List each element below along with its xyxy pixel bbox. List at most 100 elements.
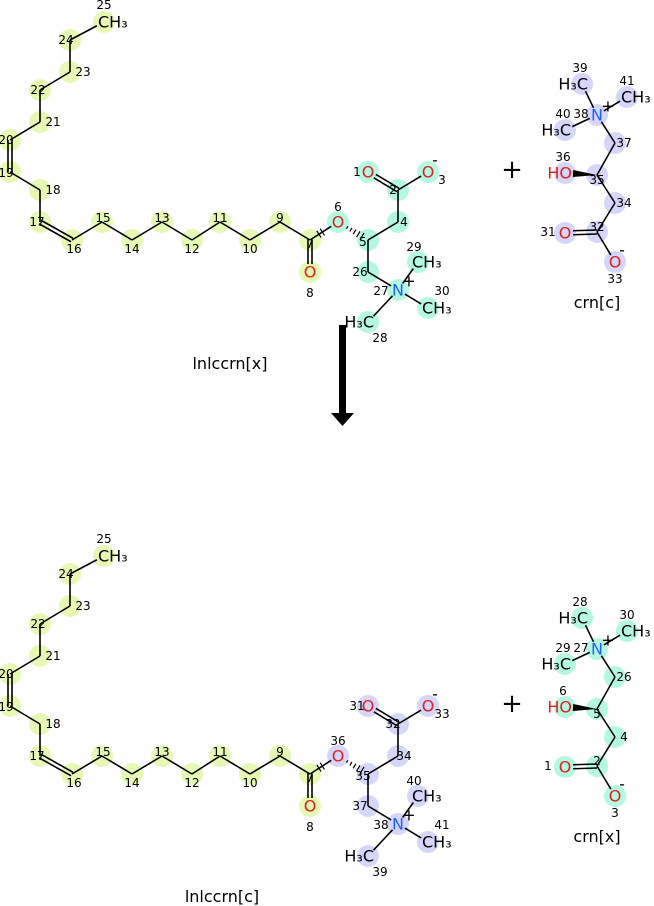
bond xyxy=(596,736,616,767)
atom-number: 19 xyxy=(0,166,14,180)
atom-number: 16 xyxy=(66,776,81,790)
atom-label: O xyxy=(362,697,375,716)
atom-highlight xyxy=(554,756,576,778)
atom-number: 38 xyxy=(373,818,388,832)
atom-number: 6 xyxy=(559,684,567,698)
bond xyxy=(131,221,163,241)
atom-number: 4 xyxy=(400,215,408,229)
atom-highlight xyxy=(387,813,409,835)
hashed-wedge-bond xyxy=(352,229,357,235)
atom-number: 37 xyxy=(352,799,367,813)
hashed-wedge-bond xyxy=(349,761,353,766)
atom-number: 35 xyxy=(589,173,604,187)
bond xyxy=(367,221,399,241)
atom-number: 21 xyxy=(45,649,60,663)
bond xyxy=(279,755,311,775)
atom-number: 9 xyxy=(276,745,284,759)
bond xyxy=(600,655,616,678)
atom-number: 7 xyxy=(306,237,314,251)
bond xyxy=(600,121,616,144)
molecule-name: lnlccrn[c] xyxy=(185,887,259,906)
atom-number: 6 xyxy=(334,200,342,214)
atom-number: 25 xyxy=(96,0,111,12)
hashed-wedge-bond xyxy=(359,232,365,241)
atom-number: 26 xyxy=(616,670,631,684)
bond xyxy=(596,202,616,233)
atom-number: 36 xyxy=(330,734,345,748)
atom-number: 34 xyxy=(616,196,631,210)
bond xyxy=(596,708,616,738)
atom-highlight xyxy=(357,695,379,717)
atom-label: CH₃ xyxy=(412,787,442,806)
bond xyxy=(372,829,394,851)
atom-label: O xyxy=(304,797,317,816)
hashed-wedge-bond xyxy=(349,227,353,232)
atom-number: 33 xyxy=(434,707,449,721)
atom-number: 30 xyxy=(434,284,449,298)
plus-sign: + xyxy=(501,155,523,185)
atom-highlight xyxy=(571,73,593,95)
atom-number: 32 xyxy=(589,220,604,234)
bond xyxy=(69,559,98,575)
bond xyxy=(401,802,415,818)
double-bond xyxy=(572,229,597,232)
bond xyxy=(249,221,281,241)
atom-number: 31 xyxy=(349,699,364,713)
atom-number: 14 xyxy=(124,776,139,790)
bond xyxy=(584,624,595,643)
bond xyxy=(397,709,422,725)
atom-number: 8 xyxy=(306,286,314,300)
atom-number: 30 xyxy=(619,608,634,622)
atom-label: N xyxy=(591,106,603,125)
atom-highlight xyxy=(407,251,429,273)
atom-highlight xyxy=(299,261,321,283)
bond xyxy=(101,755,133,775)
atom-number: 29 xyxy=(406,240,421,254)
atom-label: CH₃ xyxy=(412,253,442,272)
atom-highlight xyxy=(616,620,638,642)
bond xyxy=(401,268,415,284)
atom-number: 33 xyxy=(607,272,622,286)
atom-label: CH₃ xyxy=(422,299,452,318)
atom-number: 1 xyxy=(353,165,361,179)
atom-number: 41 xyxy=(434,818,449,832)
bond xyxy=(39,605,71,625)
atom-number: 18 xyxy=(45,717,60,731)
hashed-wedge-bond xyxy=(345,225,349,230)
bond xyxy=(279,221,311,241)
atom-number: 11 xyxy=(212,745,227,759)
charge-label: - xyxy=(619,775,625,794)
molecule-lnlccrn-x: CH₃2524232221201918171615141312111097O8O… xyxy=(0,0,452,373)
atom-label: O xyxy=(422,697,435,716)
bond xyxy=(9,171,41,191)
atom-number: 9 xyxy=(276,211,284,225)
bond xyxy=(367,271,392,287)
atom-label: O xyxy=(422,163,435,182)
hashed-wedge-bond xyxy=(356,765,361,772)
atom-number: 10 xyxy=(242,776,257,790)
atom-label: O xyxy=(559,758,572,777)
bond xyxy=(309,225,332,241)
bond xyxy=(69,25,98,41)
atom-number: 39 xyxy=(372,865,387,879)
atom-highlight xyxy=(417,297,439,319)
atom-label: N xyxy=(392,281,404,300)
atom-number: 18 xyxy=(45,183,60,197)
double-bond xyxy=(38,757,72,777)
atom-number: 23 xyxy=(75,599,90,613)
bond xyxy=(404,293,422,305)
hashed-wedge-bond xyxy=(345,759,349,764)
atom-label: CH₃ xyxy=(621,622,651,641)
bond xyxy=(584,90,595,109)
double-bond xyxy=(373,177,398,193)
bond xyxy=(571,117,591,128)
double-bond xyxy=(38,223,72,243)
atom-number: 5 xyxy=(593,707,601,721)
atom-number: 17 xyxy=(29,749,44,763)
bond xyxy=(603,634,621,646)
atom-number: 2 xyxy=(593,754,601,768)
bond xyxy=(219,755,251,775)
atom-highlight xyxy=(357,311,379,333)
atom-number: 27 xyxy=(373,284,388,298)
